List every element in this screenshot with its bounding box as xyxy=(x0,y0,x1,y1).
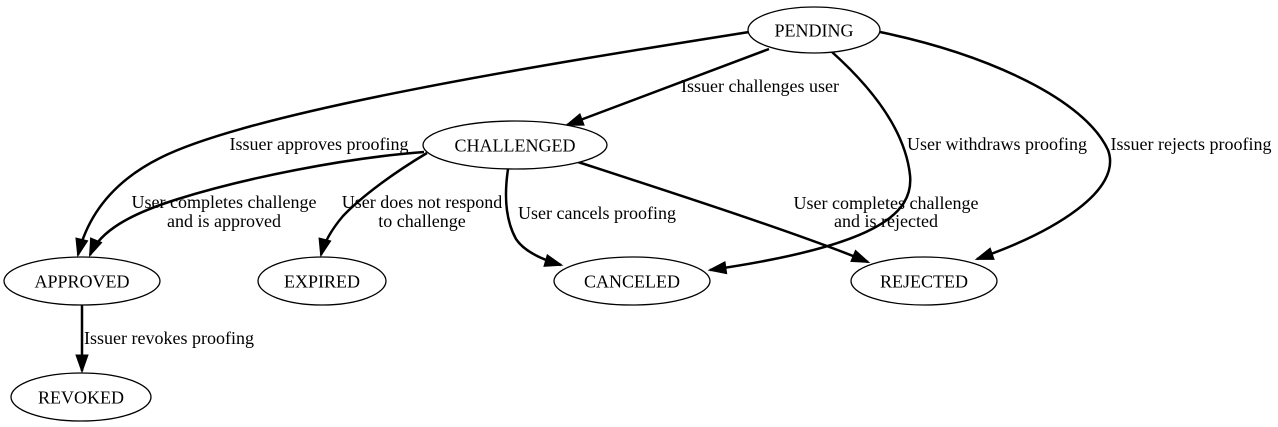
edge-label-challenged-rejected-line2: and is rejected xyxy=(834,211,938,231)
edge-label-challenged-expired: User does not respond to challenge xyxy=(342,192,502,231)
edge-pending-challenged xyxy=(564,47,770,127)
edge-label-challenged-expired-line2: to challenge xyxy=(378,211,465,231)
node-label-challenged: CHALLENGED xyxy=(455,135,576,155)
edge-label-challenged-expired-line1: User does not respond xyxy=(342,192,502,212)
node-label-rejected: REJECTED xyxy=(880,271,968,291)
edge-label-pending-approved: Issuer approves proofing xyxy=(230,134,409,154)
edge-challenged-canceled xyxy=(504,168,564,267)
edge-label-pending-challenged: Issuer challenges user xyxy=(681,76,839,96)
edge-label-pending-rejected: Issuer rejects proofing xyxy=(1111,134,1272,154)
node-ellipse-rejected xyxy=(850,256,998,306)
edge-challenged-expired xyxy=(318,151,428,258)
node-ellipse-pending xyxy=(747,6,881,54)
node-pending: PENDING xyxy=(747,6,881,54)
edge-label-challenged-rejected-line1: User completes challenge xyxy=(794,193,979,213)
node-expired: EXPIRED xyxy=(257,256,387,306)
node-label-canceled: CANCELED xyxy=(584,271,680,291)
node-approved: APPROVED xyxy=(3,256,161,306)
edge-pending-rejected xyxy=(879,30,1112,261)
node-label-revoked: REVOKED xyxy=(38,387,124,407)
node-label-pending: PENDING xyxy=(775,20,854,40)
edge-challenged-approved xyxy=(88,150,425,258)
node-ellipse-canceled xyxy=(553,256,711,306)
edge-label-challenged-approved-line2: and is approved xyxy=(167,211,281,231)
node-ellipse-approved xyxy=(3,256,161,306)
node-ellipse-revoked xyxy=(10,372,152,422)
node-revoked: REVOKED xyxy=(10,372,152,422)
node-rejected: REJECTED xyxy=(850,256,998,306)
node-challenged: CHALLENGED xyxy=(422,120,608,170)
edge-challenged-rejected xyxy=(577,160,871,264)
edge-pending-approved xyxy=(75,30,750,258)
edge-label-challenged-approved: User completes challenge and is approved xyxy=(132,192,317,231)
edge-label-pending-canceled: User withdraws proofing xyxy=(907,134,1087,154)
edge-label-challenged-rejected: User completes challenge and is rejected xyxy=(794,193,979,231)
node-label-expired: EXPIRED xyxy=(284,271,360,291)
edge-pending-canceled xyxy=(707,51,912,275)
node-canceled: CANCELED xyxy=(553,256,711,306)
edge-label-challenged-canceled: User cancels proofing xyxy=(518,203,676,223)
node-ellipse-challenged xyxy=(422,120,608,170)
node-ellipse-expired xyxy=(257,256,387,306)
edge-label-challenged-approved-line1: User completes challenge xyxy=(132,192,317,212)
node-label-approved: APPROVED xyxy=(34,271,129,291)
edge-label-approved-revoked: Issuer revokes proofing xyxy=(84,328,254,348)
